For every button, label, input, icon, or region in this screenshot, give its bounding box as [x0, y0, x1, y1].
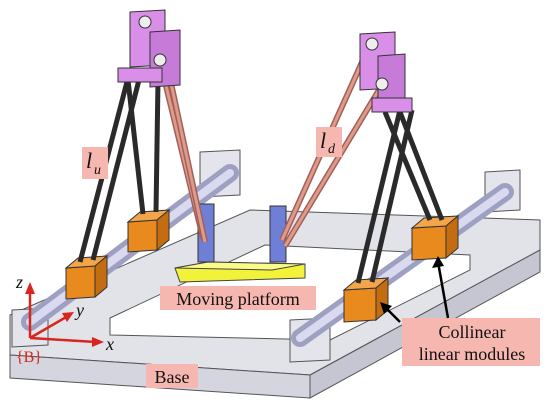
label-lu-sub: u: [94, 163, 101, 178]
joint-block-left: [117, 9, 181, 88]
axis-x-label: x: [105, 334, 114, 354]
axis-z-label: z: [15, 272, 23, 292]
module-left-back: [126, 208, 171, 253]
module-right-back: [410, 214, 460, 261]
lower-links: [77, 75, 445, 284]
collinear-arrows: [380, 256, 450, 323]
label-lu: l u: [82, 147, 108, 179]
label-moving-platform: Moving platform: [160, 286, 316, 310]
label-ld-main: l: [320, 128, 326, 153]
label-lu-main: l: [86, 148, 92, 173]
frame-B-label: {B}: [16, 349, 42, 366]
label-collinear-modules: Collinear linear modules: [402, 318, 540, 366]
moving-platform-body: [174, 203, 306, 283]
moving-platform-text: Moving platform: [176, 289, 300, 309]
label-base: Base: [146, 364, 198, 388]
label-ld: l d: [316, 127, 342, 157]
axis-y-label: y: [74, 300, 84, 320]
linear-modules: [64, 208, 460, 323]
collinear-line1-text: Collinear: [439, 322, 506, 342]
module-left-front: [64, 254, 109, 300]
label-ld-sub: d: [328, 142, 336, 157]
joint-blocks: [117, 9, 413, 113]
module-right-front: [342, 276, 390, 323]
coordinate-frame-B: z y x {B}: [15, 272, 114, 366]
base-text: Base: [155, 367, 190, 387]
collinear-line2-text: linear modules: [419, 344, 525, 364]
joint-block-right: [359, 31, 413, 113]
